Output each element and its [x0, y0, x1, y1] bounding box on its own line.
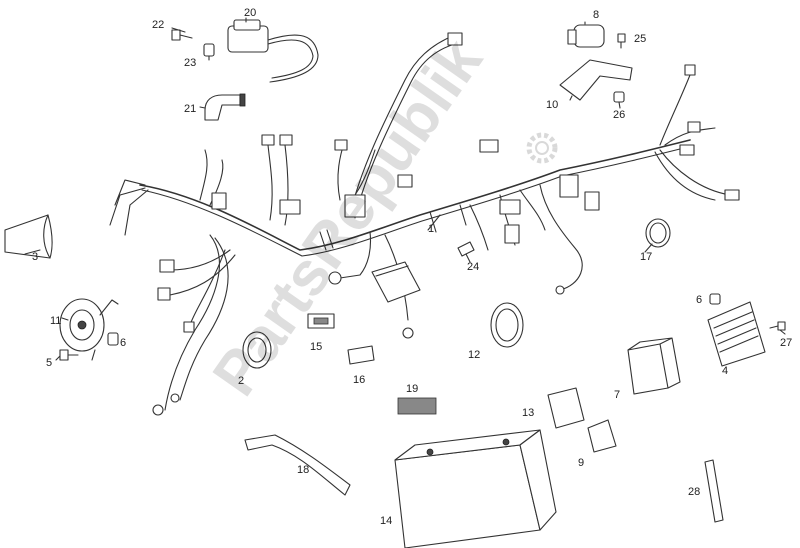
part-18-battery-strap — [244, 434, 351, 496]
callout-15: 15 — [310, 341, 322, 353]
callout-22: 22 — [152, 19, 164, 31]
main-wiring-harness — [109, 32, 740, 416]
callout-2: 2 — [238, 375, 244, 387]
callout-4: 4 — [722, 365, 728, 377]
callout-18: 18 — [297, 464, 309, 476]
part-17-cable-tie — [645, 218, 671, 248]
part-5-bolt — [59, 349, 79, 361]
callout-16: 16 — [353, 374, 365, 386]
part-2-cable-tie — [242, 331, 272, 369]
part-27-screw — [769, 321, 786, 331]
part-8-starter-relay — [567, 24, 605, 48]
callout-28: 28 — [688, 486, 700, 498]
callout-9: 9 — [578, 457, 584, 469]
part-10-bracket — [559, 59, 633, 101]
part-11-horn — [59, 298, 119, 361]
part-28-tube — [704, 459, 724, 523]
part-4-cdi-unit — [707, 301, 766, 367]
part-3-rubber-cover — [4, 214, 53, 259]
callout-labels: 1 2 3 4 5 6 6 7 8 9 10 11 12 13 14 15 16… — [32, 7, 792, 527]
callout-7: 7 — [614, 389, 620, 401]
gear-icon — [526, 132, 558, 164]
callout-1: 1 — [428, 223, 434, 235]
callout-17: 17 — [640, 251, 652, 263]
part-9-relay — [587, 419, 617, 453]
part-19-fuse-block — [397, 397, 437, 415]
callout-8: 8 — [593, 9, 599, 21]
part-24-terminal — [457, 241, 475, 257]
part-16-fuse — [347, 345, 375, 365]
callout-21: 21 — [184, 103, 196, 115]
leader-lines — [24, 17, 786, 361]
callout-14: 14 — [380, 515, 392, 527]
callout-20: 20 — [244, 7, 256, 19]
callout-11: 11 — [50, 315, 61, 327]
part-21-spark-plug-cap — [204, 93, 246, 121]
part-12-cable-tie — [490, 302, 524, 348]
part-26-clip — [613, 91, 625, 103]
part-25-screw — [617, 33, 626, 49]
harness-relay-box — [371, 261, 421, 303]
callout-10: 10 — [546, 99, 558, 111]
callout-19: 19 — [406, 383, 418, 395]
part-15-fuse — [307, 313, 335, 329]
callout-12: 12 — [468, 349, 480, 361]
part-23-clip — [203, 43, 215, 57]
callout-25: 25 — [634, 33, 646, 45]
part-6-nut-left — [107, 332, 119, 346]
callout-26: 26 — [613, 109, 625, 121]
callout-27: 27 — [780, 337, 792, 349]
callout-5: 5 — [46, 357, 52, 369]
callout-24: 24 — [467, 261, 479, 273]
callout-3: 3 — [32, 251, 38, 263]
callout-23: 23 — [184, 57, 196, 69]
callout-13: 13 — [522, 407, 534, 419]
part-6-nut-right — [709, 293, 721, 305]
part-20-ignition-coil — [227, 19, 319, 83]
callout-6a: 6 — [120, 337, 126, 349]
part-22-screw — [171, 29, 193, 41]
part-14-battery — [394, 429, 557, 548]
callout-6b: 6 — [696, 294, 702, 306]
part-13-relay — [547, 387, 585, 429]
part-7-relay — [627, 337, 681, 395]
